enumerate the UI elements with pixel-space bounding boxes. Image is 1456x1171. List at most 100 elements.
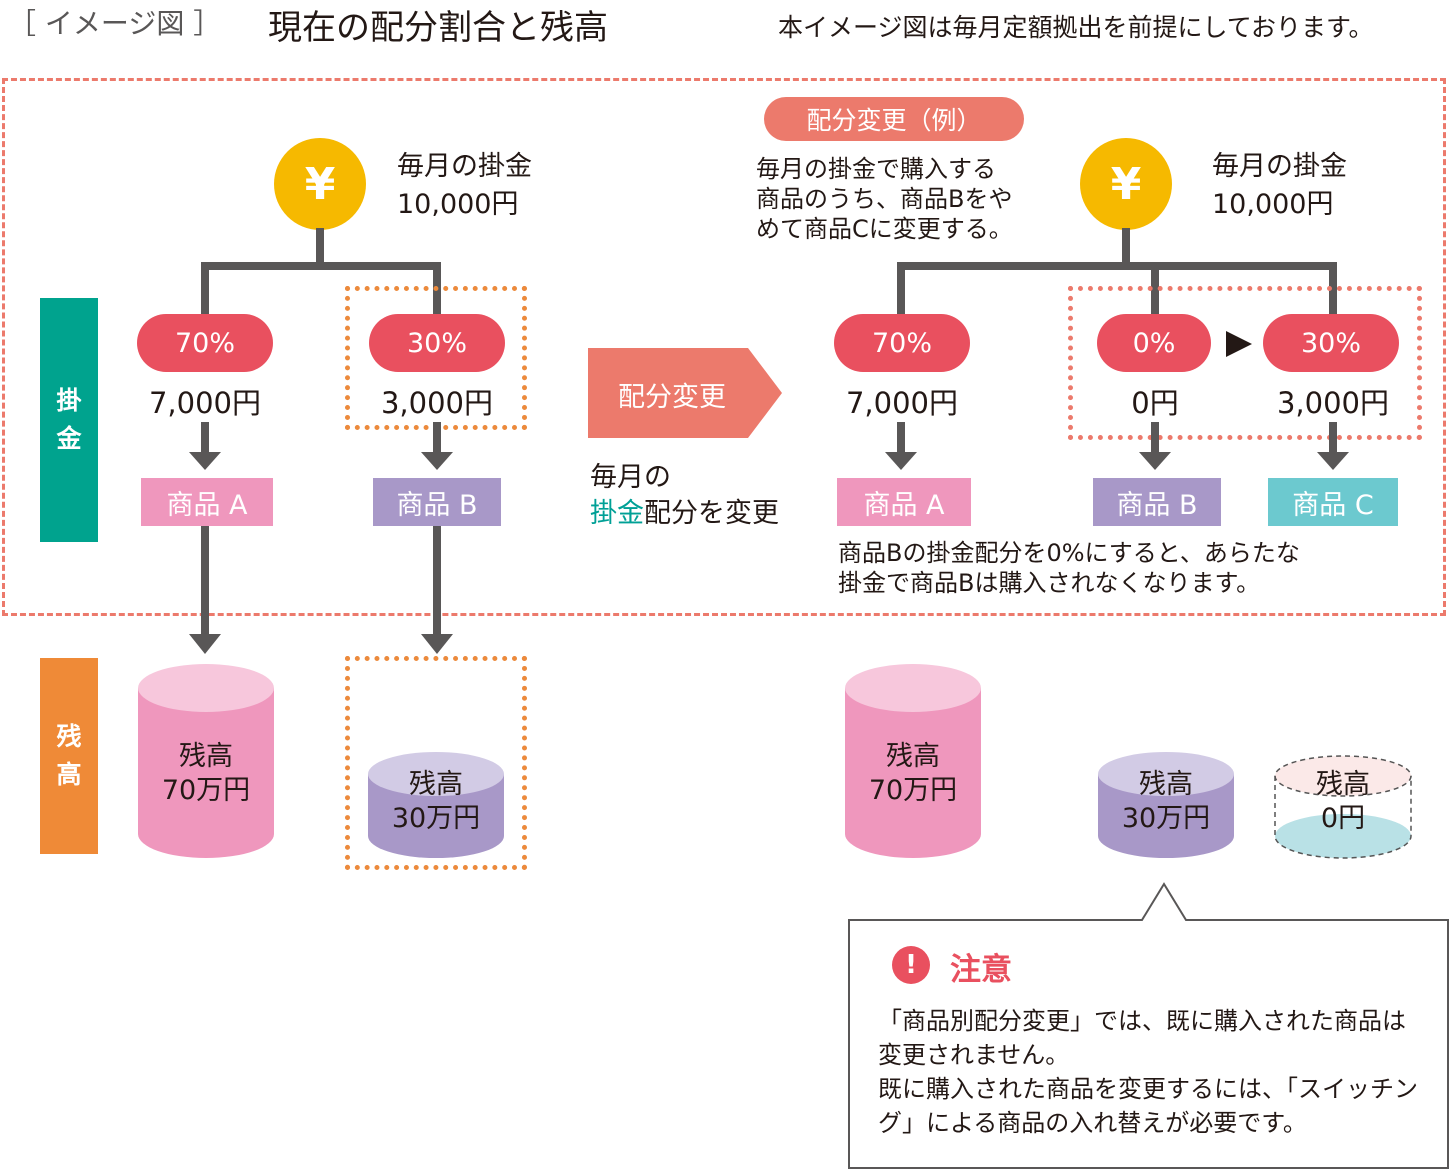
tree-line: [1122, 228, 1130, 268]
balance-cylinder-b-after: [1098, 752, 1234, 858]
arrow-line: [1329, 422, 1337, 456]
balance-cylinder-b: [368, 752, 504, 858]
header-tag: ［ イメージ図 ］: [8, 7, 222, 40]
allocation-amount-c-after: 3,000円: [1276, 386, 1390, 420]
allocation-amount-a: 7,000円: [148, 386, 262, 420]
balance-b-value: 30万円: [391, 803, 481, 834]
tree-line: [897, 262, 1337, 270]
yen-symbol: ¥: [304, 158, 336, 210]
arrow-down-icon: [421, 452, 453, 470]
explain-line-2: 商品のうち、商品Bをや: [756, 185, 1013, 213]
note-line-1: 商品Bの掛金配分を0%にすると、あらたな: [838, 539, 1300, 567]
product-b-box-after: 商品 B: [1093, 478, 1221, 526]
balance-a-after-label: 残高 70万円: [843, 740, 983, 808]
balance-c-after-value: 0円: [1320, 803, 1366, 834]
highlight-box: [345, 656, 527, 870]
product-a-box-after: 商品 A: [837, 478, 971, 526]
yen-coin-icon: ¥: [274, 138, 366, 230]
product-b-box: 商品 B: [373, 478, 501, 526]
tree-line: [316, 228, 324, 268]
product-a-box: 商品 A: [141, 478, 273, 526]
allocation-amount-b-after: 0円: [1131, 386, 1179, 420]
header-note: 本イメージ図は毎月定額拠出を前提にしております。: [778, 13, 1374, 42]
tree-line: [201, 262, 209, 316]
triangle-right-icon: [1226, 331, 1252, 357]
changed-allocation-box: [1068, 286, 1422, 440]
monthly-contribution-amount: 10,000円: [1212, 189, 1334, 220]
allocation-badge-b-after: 0%: [1097, 314, 1211, 372]
arrow-down-icon: [1317, 452, 1349, 470]
monthly-contribution: 毎月の掛金 10,000円: [1212, 148, 1347, 224]
change-example-badge: 配分変更（例）: [764, 97, 1024, 141]
balance-label-char-1: 残: [56, 722, 82, 751]
balance-b-after-value: 30万円: [1121, 803, 1211, 834]
monthly-contribution-label: 毎月の掛金: [1212, 151, 1347, 182]
caution-line-4: グ」による商品の入れ替えが必要です。: [878, 1109, 1307, 1137]
allocation-change-arrow: [588, 348, 782, 438]
arrow-down-icon: [189, 452, 221, 470]
arrow-down-icon: [189, 634, 221, 654]
page-title: 現在の配分割合と残高: [268, 8, 608, 48]
change-text-rest: 配分を変更: [644, 498, 779, 529]
arrow-line: [201, 422, 209, 456]
balance-b-label: 残高 30万円: [366, 768, 506, 836]
arrow-down-icon: [885, 452, 917, 470]
allocation-change-label: 配分変更: [618, 382, 726, 413]
caution-body: 「商品別配分変更」では、既に購入された商品は 変更されません。 既に購入された商…: [878, 1004, 1418, 1140]
balance-b-title: 残高: [409, 769, 463, 800]
balance-cylinder-a: [138, 664, 274, 858]
change-explanation: 毎月の掛金で購入する 商品のうち、商品Bをや めて商品Cに変更する。: [756, 154, 1013, 244]
balance-a-value: 70万円: [161, 775, 251, 806]
yen-symbol: ¥: [1110, 158, 1142, 210]
arrow-down-icon: [421, 634, 453, 654]
warning-icon-glyph: !: [905, 950, 917, 980]
tree-line: [897, 262, 905, 316]
balance-a-after-value: 70万円: [868, 775, 958, 806]
allocation-note: 商品Bの掛金配分を0%にすると、あらたな 掛金で商品Bは購入されなくなります。: [838, 538, 1300, 598]
allocation-badge-a: 70%: [137, 314, 273, 372]
yen-coin-icon: ¥: [1080, 138, 1172, 230]
balance-label-char-2: 高: [56, 760, 82, 789]
balance-b-after-label: 残高 30万円: [1096, 768, 1236, 836]
allocation-badge-c-after: 30%: [1263, 314, 1399, 372]
arrow-line: [433, 526, 441, 638]
contribution-label-char-2: 金: [56, 424, 82, 453]
change-text-line2: 掛金配分を変更: [590, 496, 779, 532]
balance-b-after-title: 残高: [1139, 769, 1193, 800]
balance-c-after-label: 残高 0円: [1273, 768, 1413, 836]
allocation-change-text: 毎月の 掛金配分を変更: [590, 460, 779, 532]
arrow-line: [433, 422, 441, 456]
allocation-amount-b: 3,000円: [380, 386, 494, 420]
contribution-frame: [2, 78, 1446, 616]
caution-line-2: 変更されません。: [878, 1041, 1070, 1069]
monthly-contribution-amount: 10,000円: [397, 189, 519, 220]
allocation-badge-b: 30%: [369, 314, 505, 372]
change-text-highlight: 掛金: [590, 498, 644, 529]
caution-callout: [848, 882, 1449, 1169]
allocation-badge-a-after: 70%: [834, 314, 970, 372]
monthly-contribution-label: 毎月の掛金: [397, 151, 532, 182]
arrow-line: [201, 526, 209, 638]
note-line-2: 掛金で商品Bは購入されなくなります。: [838, 569, 1261, 597]
product-c-box-after: 商品 C: [1268, 478, 1398, 526]
contribution-label-char-1: 掛: [56, 386, 82, 415]
explain-line-3: めて商品Cに変更する。: [756, 215, 1013, 243]
allocation-amount-a-after: 7,000円: [845, 386, 959, 420]
monthly-contribution: 毎月の掛金 10,000円: [397, 148, 532, 224]
change-text-line1: 毎月の: [590, 462, 671, 493]
arrow-line: [1151, 422, 1159, 456]
balance-a-after-title: 残高: [886, 741, 940, 772]
balance-cylinder-c-after: [1274, 755, 1412, 859]
explain-line-1: 毎月の掛金で購入する: [756, 155, 996, 183]
arrow-line: [897, 422, 905, 456]
caution-line-1: 「商品別配分変更」では、既に購入された商品は: [878, 1007, 1406, 1035]
arrow-down-icon: [1139, 452, 1171, 470]
balance-cylinder-a-after: [845, 664, 981, 858]
balance-a-label: 残高 70万円: [136, 740, 276, 808]
warning-icon: !: [892, 946, 930, 984]
caution-title: 注意: [950, 952, 1012, 988]
balance-c-after-title: 残高: [1316, 769, 1370, 800]
contribution-label: 掛 金: [40, 298, 98, 542]
balance-label: 残 高: [40, 658, 98, 854]
balance-a-title: 残高: [179, 741, 233, 772]
